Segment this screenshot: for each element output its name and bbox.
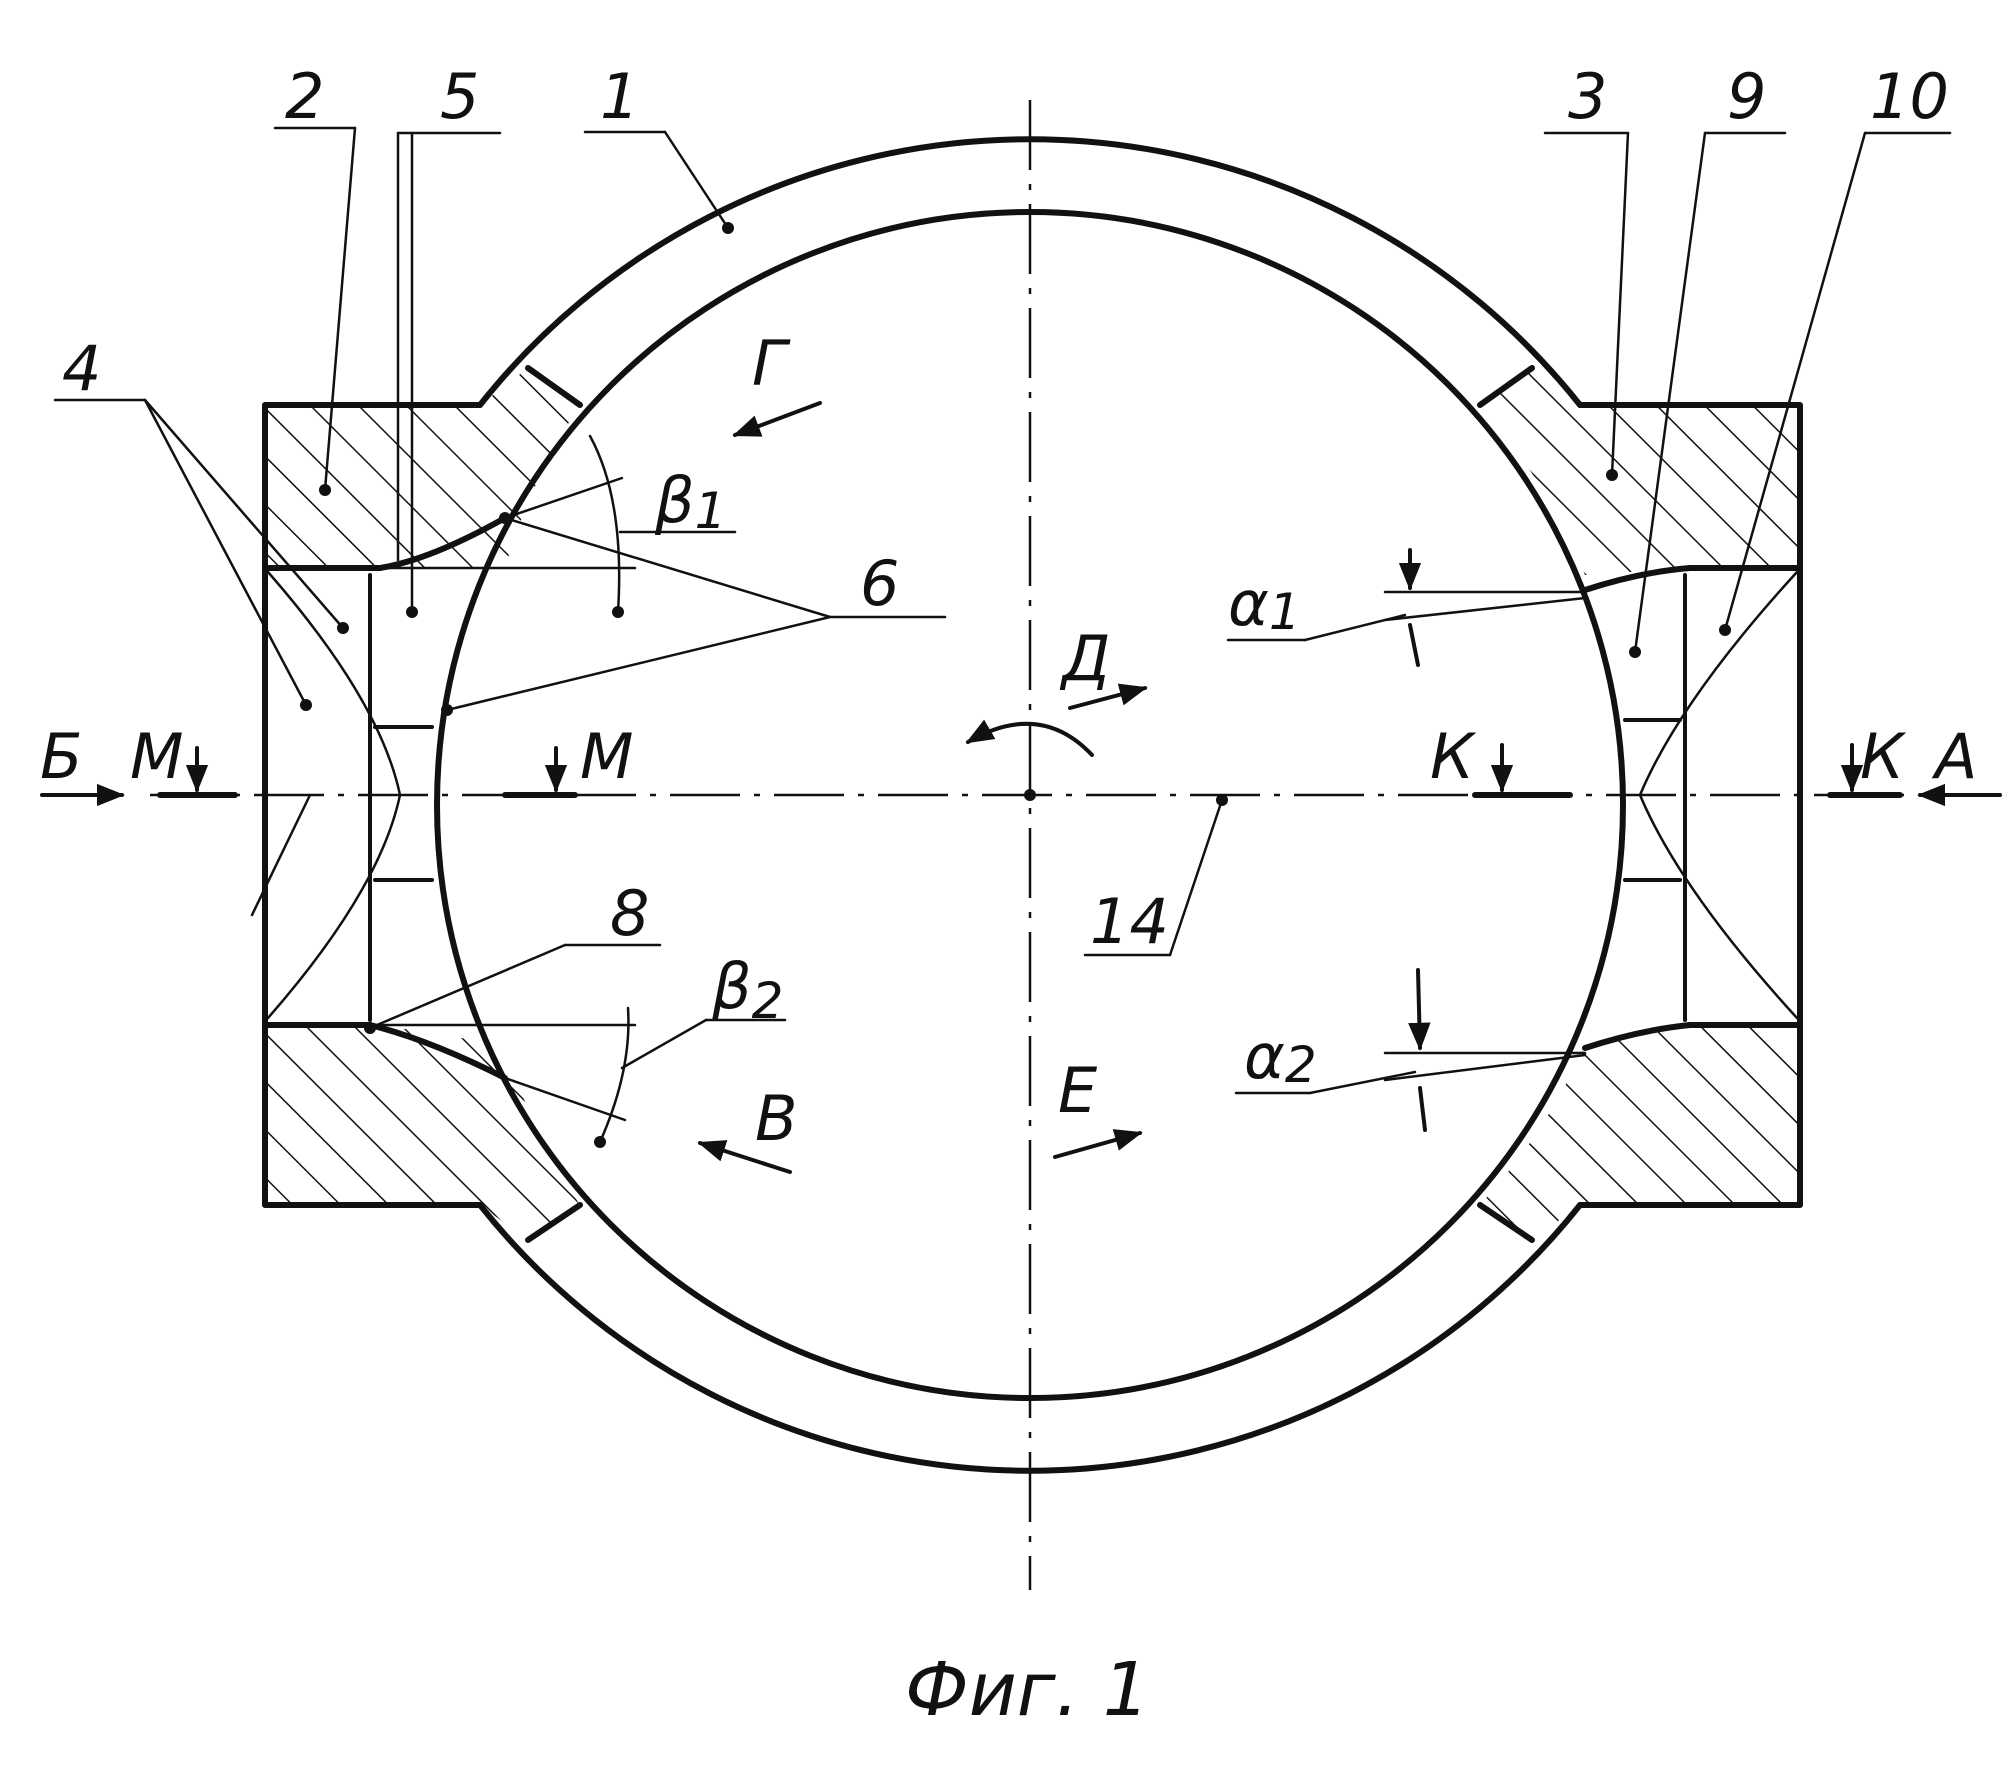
angle-alpha2-label: α2 [1244,1020,1317,1094]
alpha1-leader [1305,615,1405,640]
inner-sphere [437,212,1623,1398]
section-K-right-label: К [1860,720,1907,793]
beta2-label-line [622,1020,706,1068]
leader-14 [1170,800,1222,955]
callout-2: 2 [285,60,324,133]
section-M-right-label: М [580,720,634,793]
alpha2-leader [1310,1072,1415,1093]
leader-3-dot [1606,469,1618,481]
callout-9: 9 [1727,60,1766,133]
leader-1 [665,132,728,228]
beta1-arc [590,436,619,612]
leader-2-dot [319,484,331,496]
leader-5-dot [406,606,418,618]
alpha1-tick-2 [1410,625,1418,665]
left-flange-top-hatch [265,368,580,568]
angle-beta1-label: β1 [654,464,726,540]
letter-B: Б [40,720,83,793]
leader-6b-dot [441,704,453,716]
arrow-G [735,403,820,435]
leader-6a-dot [499,512,511,524]
alpha2-tick [1418,970,1420,1048]
beta2-dot [594,1136,606,1148]
left-flange [265,368,580,1240]
leader-6b [447,617,830,710]
right-flange-top-hatch [1480,368,1800,575]
callout-1: 1 [600,60,639,133]
letter-V: В [755,1082,798,1155]
leader-lines [55,128,1950,1034]
letter-G: Г [752,327,791,400]
callout-3: 3 [1568,60,1607,133]
leader-14-dot [1216,794,1228,806]
callout-10: 10 [1870,60,1949,133]
beta2-arc [600,1008,628,1142]
leader-8-dot [364,1022,376,1034]
callout-6: 6 [860,547,899,620]
leader-4a-dot [337,622,349,634]
letter-E: Е [1058,1054,1098,1127]
callout-14: 14 [1090,885,1169,958]
arrow-E [1055,1133,1140,1157]
leader-9-dot [1629,646,1641,658]
alpha2-tick-2 [1420,1088,1425,1130]
leader-9 [1635,133,1705,652]
figure-caption: Фиг. 1 [905,1647,1150,1733]
alpha1-ref-slope [1385,598,1585,620]
center-axes [150,100,1915,1590]
letter-A: А [1931,720,1977,793]
letter-D: Д [1059,622,1110,695]
beta1-dot [612,606,624,618]
leader-8 [370,945,565,1028]
callout-5: 5 [440,60,479,133]
center-dot [1024,789,1036,801]
angle-beta2-label: β2 [711,950,783,1030]
leader-8-extra [252,795,310,915]
leader-4b-dot [300,699,312,711]
right-flange [1480,368,1800,1240]
leader-10-dot [1719,624,1731,636]
callout-4: 4 [62,332,101,405]
section-M-left-label: М [130,720,184,793]
section-K-left-label: К [1430,720,1477,793]
leader-1-dot [722,222,734,234]
angle-alpha1-label: α1 [1228,567,1301,641]
callout-8: 8 [610,877,649,950]
